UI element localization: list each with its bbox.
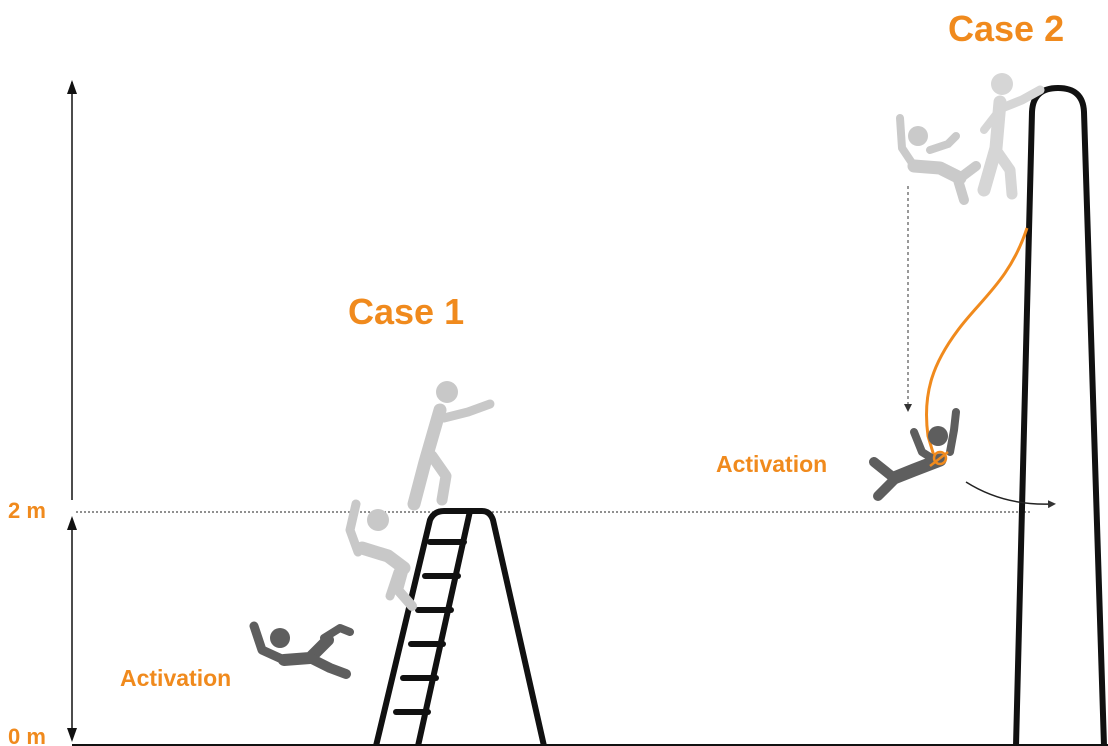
person-falling-dark-icon [249,621,354,679]
case2-title: Case 2 [948,8,1064,49]
swing-arrow [965,481,1056,509]
person-falling-faded-icon [345,499,417,611]
person-standing-faded-icon [407,381,495,511]
height-axis [67,80,77,742]
ladder-icon [373,508,547,746]
person-climbing-faded-icon [977,73,1045,200]
lanyard-icon [924,227,1029,457]
pole-icon [1013,85,1107,746]
person-arrested-dark-icon [869,408,960,501]
case1-activation-label: Activation [120,665,231,691]
axis-label-0m: 0 m [8,724,46,746]
person-falling-faded-icon-case2 [896,114,981,205]
case1-title: Case 1 [348,291,464,332]
harness-activation-icon [929,450,949,467]
axis-label-2m: 2 m [8,498,46,523]
case2-activation-label: Activation [716,451,827,477]
